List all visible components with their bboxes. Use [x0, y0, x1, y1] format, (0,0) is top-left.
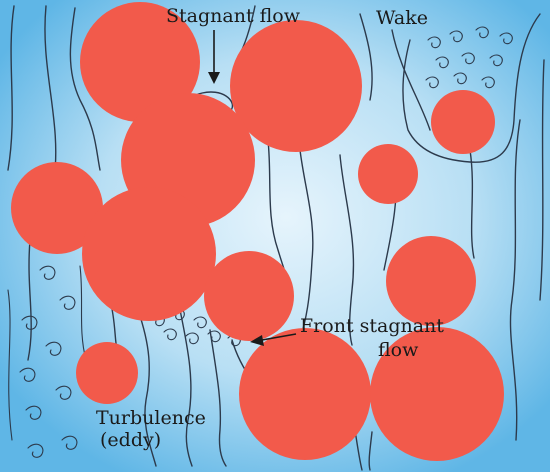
streamline: [7, 5, 15, 171]
streamline: [391, 29, 431, 131]
particle-left: [11, 162, 103, 254]
arrows: [208, 30, 297, 346]
streamline: [209, 329, 227, 467]
streamline: [368, 431, 373, 471]
particle-small-right: [358, 144, 418, 204]
particle-wake: [431, 90, 495, 154]
streamline: [299, 149, 314, 341]
particle-center-mid: [82, 187, 216, 321]
label-wake: Wake: [376, 7, 428, 29]
particles: [11, 2, 504, 461]
streamlines: [7, 5, 545, 471]
particle-bottom-right: [370, 327, 504, 461]
streamline: [27, 239, 32, 361]
particle-center-low: [204, 251, 294, 341]
particle-top-left: [80, 2, 200, 122]
streamline: [359, 13, 373, 101]
streamline: [509, 119, 521, 441]
eddy-cluster-left: [7, 265, 87, 458]
particle-top-center: [230, 20, 362, 152]
label-stagnant-flow: Stagnant flow: [166, 5, 301, 27]
eddies: [7, 26, 513, 458]
streamline: [539, 59, 545, 301]
eddy-cluster-wake: [425, 26, 513, 89]
labels: Stagnant flow Wake Front stagnant flow T…: [96, 5, 444, 451]
front-stagnant-arrow-shaft: [261, 333, 297, 341]
label-front-stagnant-line1: Front stagnant: [300, 315, 444, 337]
particle-bottom-center: [239, 328, 371, 460]
particle-bottom-small: [76, 342, 138, 404]
streamline: [177, 299, 193, 467]
streamline: [69, 7, 101, 171]
label-turbulence-line2: (eddy): [100, 429, 161, 451]
stagnant-flow-arrow-head: [208, 72, 220, 84]
wake-boundary: [402, 13, 541, 163]
streamline: [137, 309, 157, 467]
label-front-stagnant-line2: flow: [378, 339, 419, 361]
label-turbulence-line1: Turbulence: [96, 407, 206, 429]
particle-right-mid: [386, 236, 476, 326]
streamline: [339, 154, 355, 346]
front-stagnant-arrow-head: [250, 335, 264, 346]
